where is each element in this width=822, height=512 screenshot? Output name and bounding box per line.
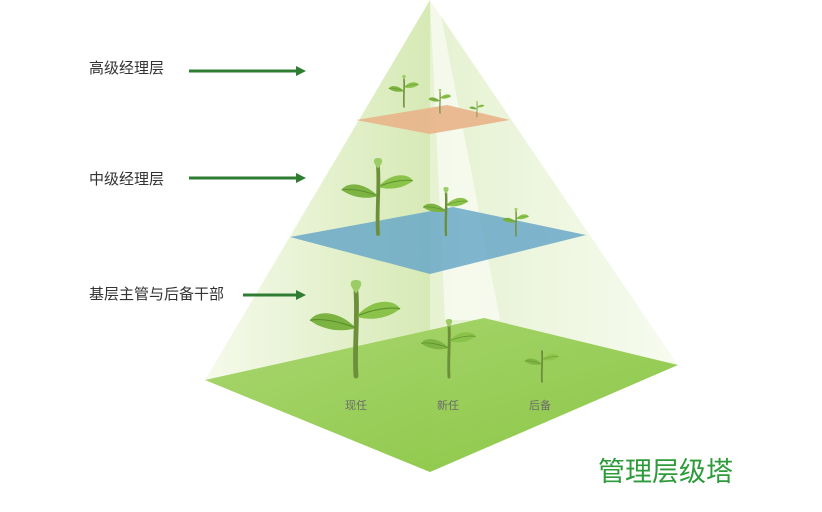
arrow-bottom-head: [296, 290, 306, 300]
middle-layer-plane: [290, 207, 586, 274]
level-label-top: 高级经理层: [89, 59, 164, 77]
category-label-reserve: 后备: [529, 398, 551, 412]
level-label-bottom: 基层主管与后备干部: [89, 285, 224, 303]
bottom-layer-plane: [205, 318, 678, 472]
category-label-current: 现任: [345, 399, 367, 412]
top-layer-plane: [356, 105, 510, 134]
diagram-title: 管理层级塔: [598, 457, 733, 488]
arrow-middle-head: [296, 173, 306, 183]
level-label-middle: 中级经理层: [89, 170, 164, 188]
category-label-new: 新任: [437, 398, 459, 412]
arrow-top-head: [296, 66, 306, 76]
